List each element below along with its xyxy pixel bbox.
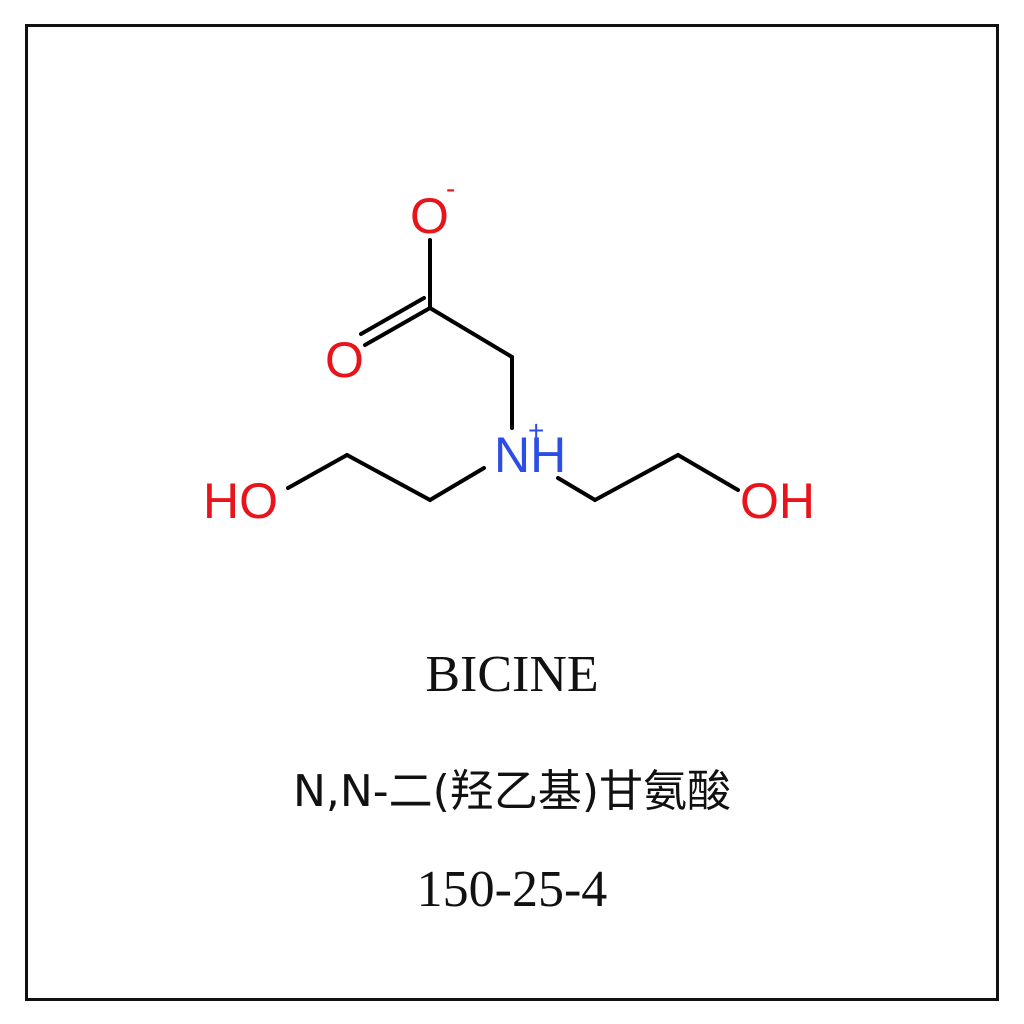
atom-o-carbonyl: O bbox=[325, 332, 364, 388]
bond-n-right-c1 bbox=[556, 476, 597, 502]
atom-ho-left: HO bbox=[203, 473, 278, 529]
bond-c-ch2 bbox=[428, 306, 514, 359]
bonds bbox=[286, 238, 740, 502]
bond-right-c2-o bbox=[676, 453, 740, 492]
charge-minus: - bbox=[446, 173, 455, 204]
bond-left-c1-c2 bbox=[345, 453, 432, 502]
atom-o-minus: O bbox=[410, 188, 449, 244]
bond-c-o-double-a bbox=[363, 306, 432, 347]
charge-plus: + bbox=[528, 415, 544, 446]
card-frame bbox=[25, 24, 999, 1001]
bond-right-c1-c2 bbox=[593, 453, 680, 502]
chinese-name: N,N-二(羟乙基)甘氨酸 bbox=[292, 766, 732, 817]
cas-number: 150-25-4 bbox=[416, 861, 608, 918]
english-name: BICINE bbox=[425, 646, 599, 703]
bond-c-o-double-b bbox=[359, 296, 426, 336]
atom-oh-right: OH bbox=[740, 473, 815, 529]
atom-nh: NH bbox=[494, 427, 566, 483]
bond-n-left-c1 bbox=[428, 466, 486, 502]
bond-left-c2-o bbox=[286, 453, 349, 490]
